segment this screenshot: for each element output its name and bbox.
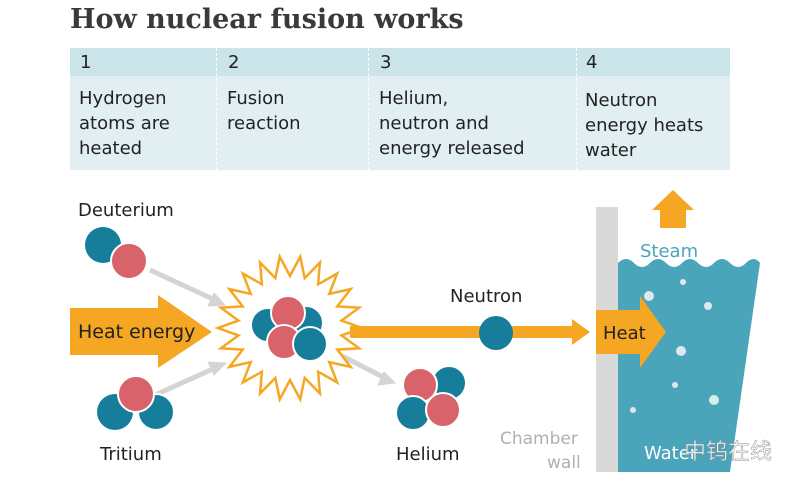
water-label: Water: [644, 443, 698, 464]
chamber-wall-label-2: wall: [547, 453, 581, 473]
steps-header-band: [70, 48, 730, 76]
divider: [368, 48, 369, 170]
proton-particle: [117, 375, 155, 413]
step-1: 1 Hydrogen atoms are heated: [70, 48, 216, 170]
arrowhead: [377, 371, 397, 386]
steps-table: 1 Hydrogen atoms are heated 2 Fusion rea…: [70, 48, 730, 170]
heat-energy-label: Heat energy: [78, 321, 195, 343]
steam-arrow: [652, 190, 694, 228]
step-2: 2 Fusion reaction: [218, 48, 368, 170]
helium-label: Helium: [396, 444, 460, 465]
step-3: 3 Helium, neutron and energy released: [370, 48, 575, 170]
step-number: 3: [380, 52, 392, 73]
neutron-label: Neutron: [450, 286, 522, 307]
neutron-particle: [479, 316, 513, 350]
helium-arrow: [338, 352, 387, 381]
step-text: Neutron energy heats water: [585, 90, 704, 161]
step-text: Fusion reaction: [227, 88, 301, 134]
divider: [216, 48, 217, 170]
helium-nucleus: [395, 365, 467, 431]
step-text: Helium, neutron and energy released: [379, 88, 525, 159]
steam-label: Steam: [640, 241, 698, 262]
tritium-arrow: [153, 365, 217, 398]
bubbles: [630, 279, 719, 413]
arrowhead: [572, 319, 590, 345]
page-title: How nuclear fusion works: [70, 4, 464, 35]
arrowhead: [207, 361, 228, 376]
step-text: Hydrogen atoms are heated: [79, 88, 170, 159]
proton-particle: [110, 242, 148, 280]
chamber-wall-label: Chamber: [500, 429, 578, 449]
step-number: 2: [228, 52, 240, 73]
tritium-label: Tritium: [99, 444, 162, 465]
heat-label: Heat: [603, 323, 646, 344]
step-number: 1: [80, 52, 92, 73]
divider: [576, 48, 577, 170]
arrowhead: [207, 292, 227, 307]
neutron-energy-arrow: [350, 326, 575, 338]
watermark: 中钨在线: [684, 440, 772, 465]
heat-energy-arrow: [70, 295, 212, 368]
step-4: 4 Neutron energy heats water: [576, 48, 730, 170]
deuterium-arrow: [148, 267, 217, 303]
water-tank: [618, 259, 760, 472]
step-number: 4: [586, 52, 598, 73]
fusing-nucleus: [250, 295, 328, 362]
deuterium-label: Deuterium: [78, 200, 174, 221]
heat-arrow: [596, 296, 666, 368]
